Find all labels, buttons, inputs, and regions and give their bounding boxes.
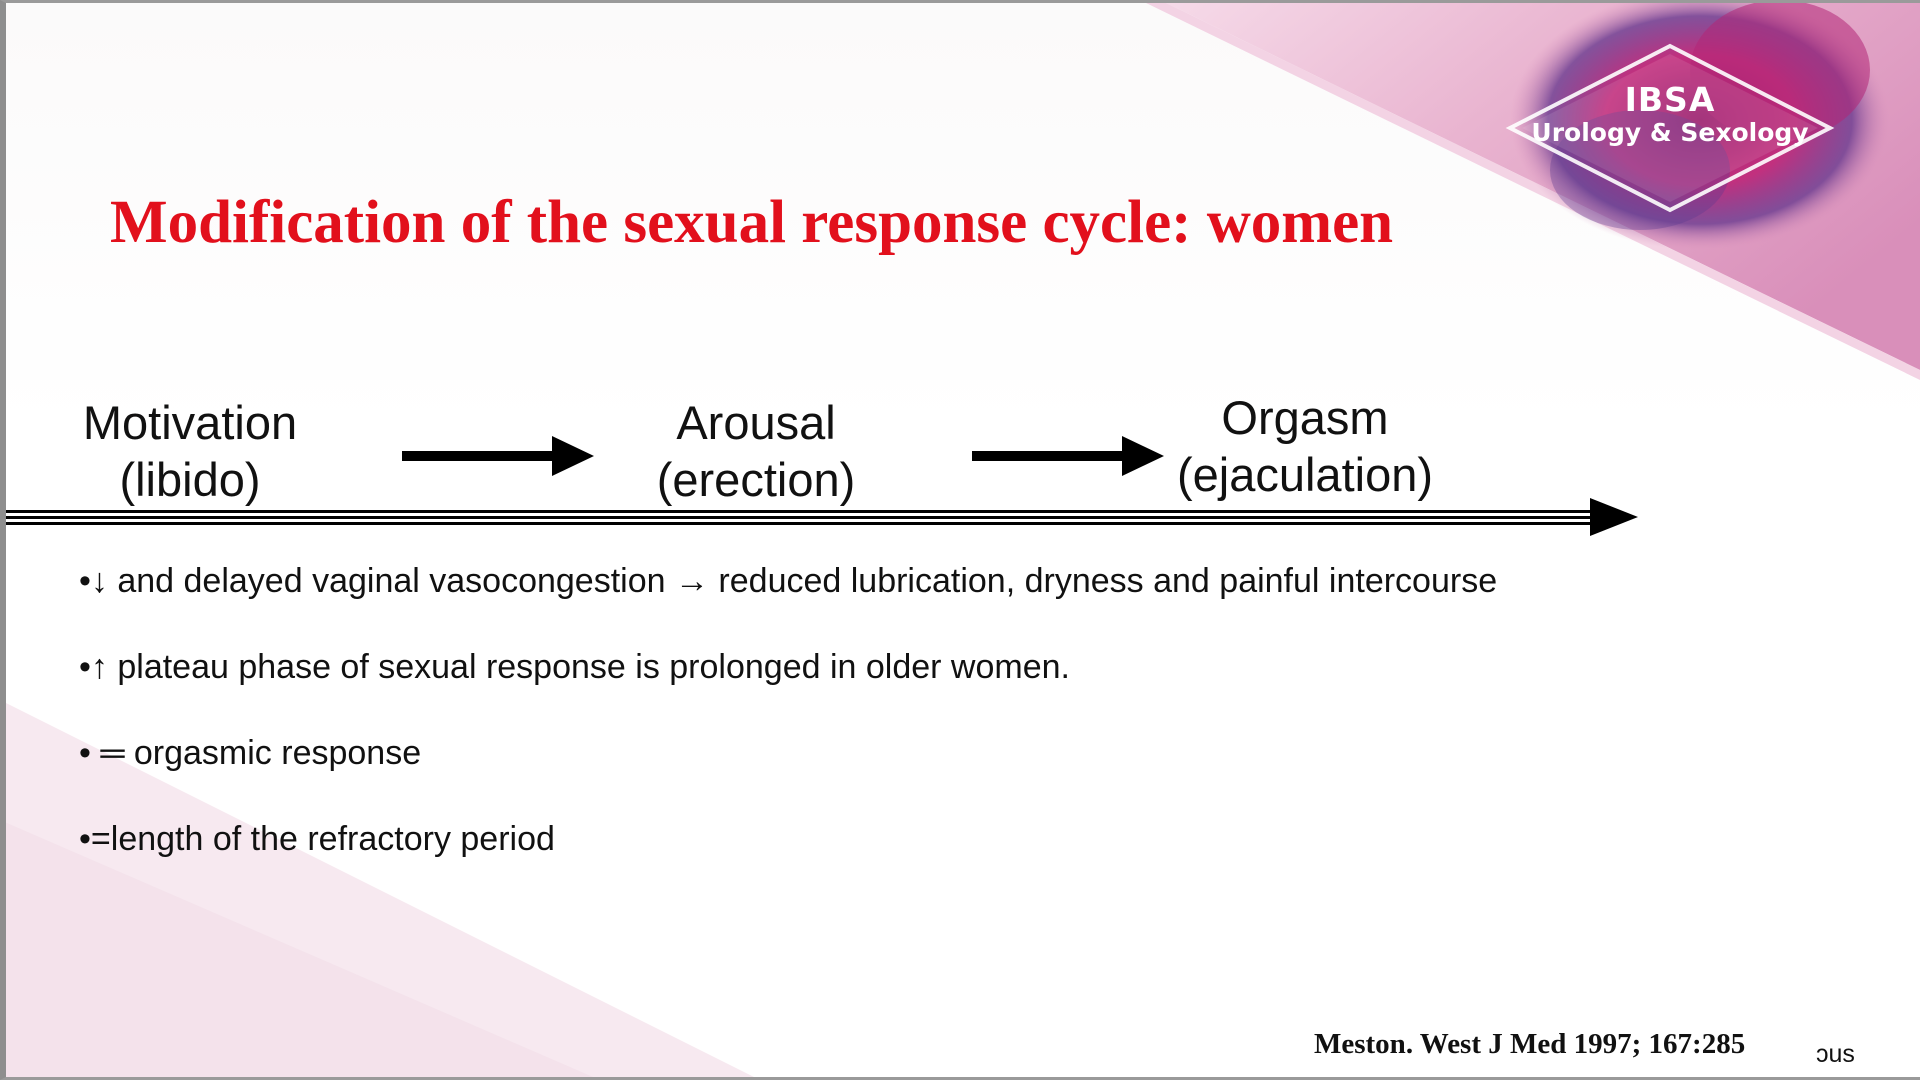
bullet-item: • ═ orgasmic response <box>79 734 422 772</box>
bullet-item: •=length of the refractory period <box>79 820 555 858</box>
slide-title: Modification of the sexual response cycl… <box>110 189 1394 256</box>
stage-motivation: Motivation (libido) <box>40 394 340 508</box>
bullet-item: •↓ and delayed vaginal vasocongestion → … <box>79 562 1498 600</box>
stage-orgasm: Orgasm (ejaculation) <box>1130 389 1480 503</box>
stage-arousal: Arousal (erection) <box>606 394 906 508</box>
logo-subtitle-text: Urology & Sexology <box>1531 118 1809 147</box>
logo-diamond-shape <box>1505 43 1835 213</box>
overlay-text-fragment: ɔus <box>1816 1040 1855 1068</box>
stage-sublabel: (erection) <box>656 453 856 506</box>
right-arrow-icon <box>402 436 594 476</box>
timeline-axis-arrow-icon <box>6 498 1638 536</box>
right-arrow-icon <box>972 436 1164 476</box>
stage-label: Motivation <box>82 396 298 449</box>
bullet-item: •↑ plateau phase of sexual response is p… <box>79 648 1070 686</box>
stage-label: Orgasm <box>1221 391 1389 444</box>
citation: Meston. West J Med 1997; 167:285 <box>1314 1028 1746 1060</box>
stage-sublabel: (ejaculation) <box>1176 448 1434 501</box>
decorative-bottom-swoosh <box>0 700 760 1080</box>
stage-sublabel: (libido) <box>119 453 261 506</box>
logo-brand-text: IBSA <box>1624 80 1716 119</box>
stage-label: Arousal <box>676 396 836 449</box>
decorative-pink-banner <box>1140 0 1920 380</box>
ibsa-logo: IBSA Urology & Sexology <box>1500 40 1840 220</box>
